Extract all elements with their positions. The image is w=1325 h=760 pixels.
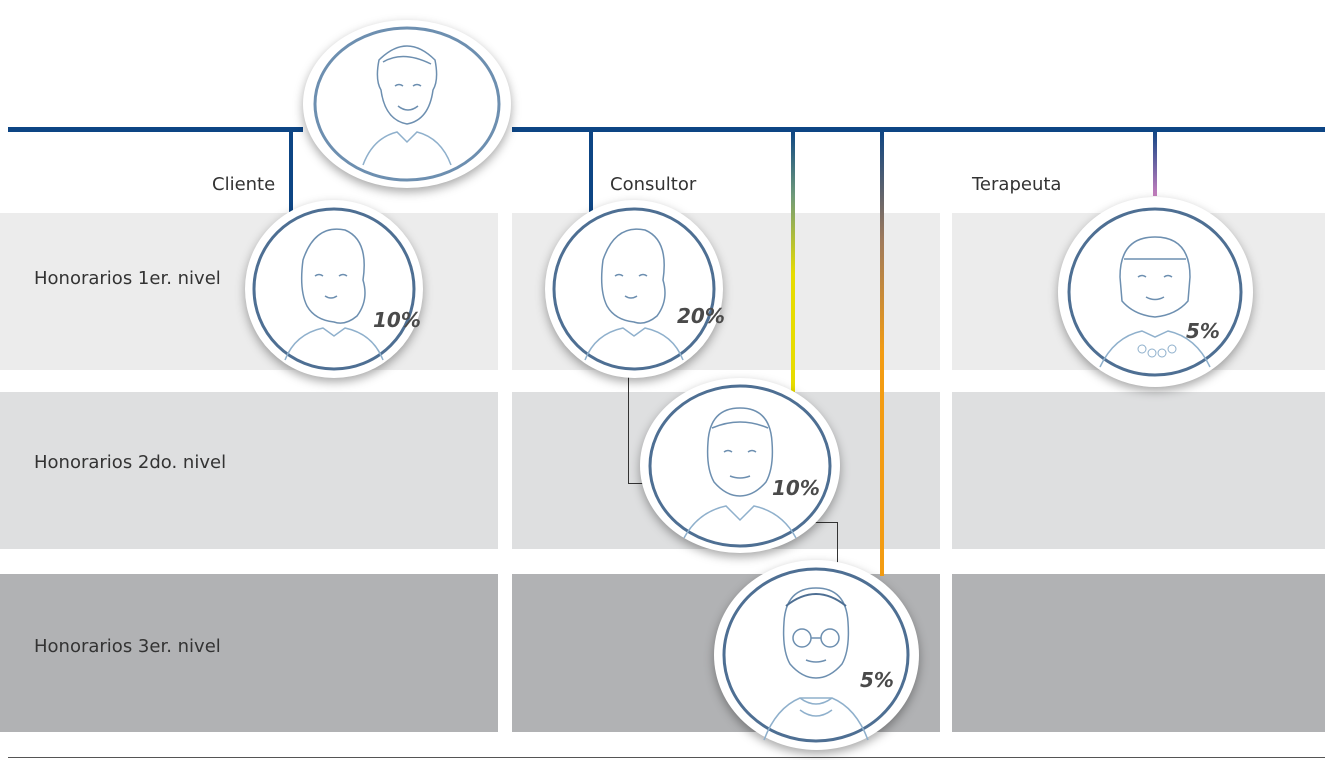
cliente-avatar: 10% — [245, 200, 423, 378]
connector-cliente — [289, 130, 293, 212]
cliente-percentage: 10% — [373, 308, 421, 332]
connector-level3 — [880, 130, 884, 576]
woman-icon — [252, 207, 416, 371]
row-label-level1: Honorarios 1er. nivel — [34, 268, 221, 289]
cell-r3-c1 — [0, 574, 498, 732]
cell-r2-c3 — [952, 392, 1325, 549]
connector-terapeuta — [1153, 130, 1157, 196]
level3-percentage: 5% — [860, 668, 894, 692]
bottom-divider — [8, 757, 1325, 758]
link-level2-level3 — [815, 522, 838, 573]
top-line-right — [512, 127, 1325, 132]
terapeuta-avatar: 5% — [1058, 197, 1253, 387]
level2-avatar: 10% — [640, 378, 840, 553]
cell-r2-c1 — [0, 392, 498, 549]
woman-bob-hair-icon — [1067, 207, 1243, 377]
person-smiling-icon — [313, 26, 501, 182]
consultor-percentage: 20% — [677, 304, 725, 328]
column-label-terapeuta: Terapeuta — [972, 174, 1062, 195]
terapeuta-percentage: 5% — [1186, 319, 1220, 343]
row-label-level2: Honorarios 2do. nivel — [34, 452, 227, 473]
man-icon — [648, 384, 832, 548]
cell-r3-c3 — [952, 574, 1325, 732]
connector-consultor — [589, 130, 593, 212]
row-label-level3: Honorarios 3er. nivel — [34, 636, 221, 657]
level2-percentage: 10% — [772, 476, 820, 500]
top-person-avatar — [303, 20, 511, 188]
consultor-avatar: 20% — [545, 200, 725, 378]
top-line-left — [8, 127, 303, 132]
column-label-consultor: Consultor — [610, 174, 697, 195]
link-consultor-level2 — [628, 350, 651, 484]
connector-level2 — [791, 130, 795, 392]
column-label-cliente: Cliente — [212, 174, 276, 195]
woman-icon — [552, 207, 716, 371]
level3-avatar: 5% — [714, 560, 919, 750]
man-with-glasses-icon — [722, 567, 910, 743]
